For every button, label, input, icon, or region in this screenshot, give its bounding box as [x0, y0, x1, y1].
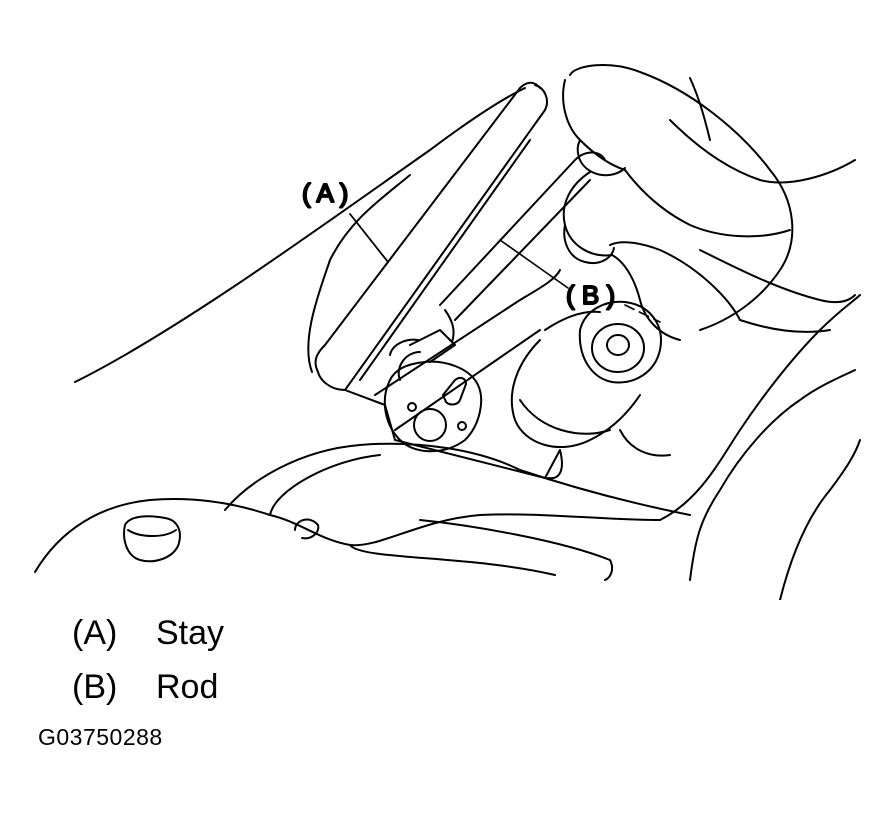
- legend-row-b: (B) Rod: [72, 660, 224, 714]
- legend-key: (B): [72, 668, 118, 706]
- callout-b-leader-2: [625, 305, 660, 322]
- figure-id: G03750288: [38, 724, 163, 750]
- legend-label: Stay: [156, 614, 225, 652]
- legend-key: (A): [72, 614, 118, 652]
- rod-part: [375, 153, 605, 452]
- plate-outline: [385, 340, 560, 478]
- callout-a-label: ( A ): [302, 178, 348, 208]
- callout-b-label: ( B ): [566, 280, 615, 310]
- legend-label: Rod: [156, 668, 219, 706]
- fitting-part: [124, 516, 318, 561]
- hand-outline: [545, 65, 792, 340]
- stay-part: [316, 83, 547, 405]
- legend: (A) Stay (B) Rod: [72, 606, 224, 714]
- component-illustration: ( A ) ( B ): [0, 0, 891, 600]
- body-outline: [35, 78, 860, 600]
- callout-b-leader-1: [500, 240, 568, 288]
- callout-a-leader: [350, 214, 388, 262]
- bushing-part: [512, 302, 670, 479]
- legend-row-a: (A) Stay: [72, 606, 224, 660]
